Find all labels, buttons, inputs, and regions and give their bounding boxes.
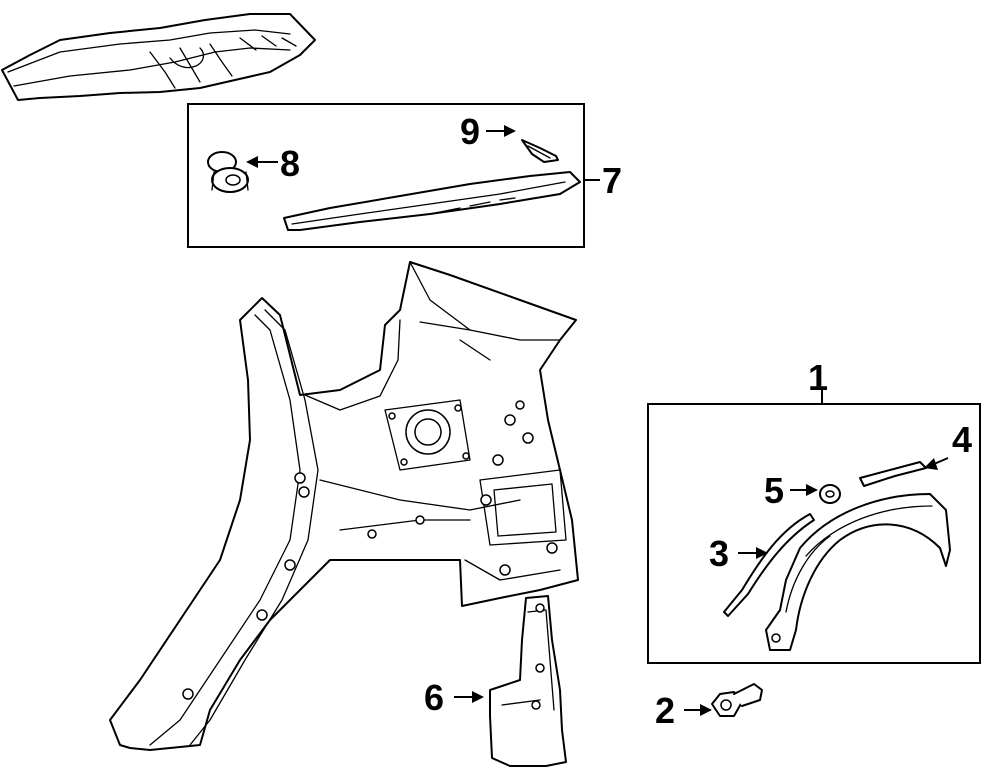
callout-8: 8	[280, 143, 300, 184]
clip-part-8	[207, 151, 249, 193]
arch-moulding-part-3	[723, 513, 815, 617]
group-box-7	[187, 103, 585, 248]
clip-part-5	[819, 484, 841, 504]
group-box-1	[647, 403, 981, 664]
quarter-inner-panel	[109, 261, 579, 751]
moulding-strip-part-7	[283, 171, 581, 231]
callout-3: 3	[709, 533, 729, 574]
callout-9: 9	[460, 111, 480, 152]
strip-part-4	[859, 461, 927, 487]
callout-5: 5	[764, 470, 784, 511]
callout-4: 4	[952, 419, 972, 460]
callout-6: 6	[424, 677, 444, 718]
emblem-part-9	[521, 139, 559, 163]
wheel-arch-flare	[765, 493, 951, 651]
callouts: 1 2 3 4 5 6 7 8 9	[246, 111, 972, 731]
callout-7: 7	[602, 160, 622, 201]
roof-side-rail-panel	[1, 13, 316, 101]
callout-1: 1	[808, 357, 828, 398]
callout-2: 2	[655, 690, 675, 731]
mud-flap-part-6	[489, 595, 567, 767]
bolt-part-2	[711, 683, 763, 717]
